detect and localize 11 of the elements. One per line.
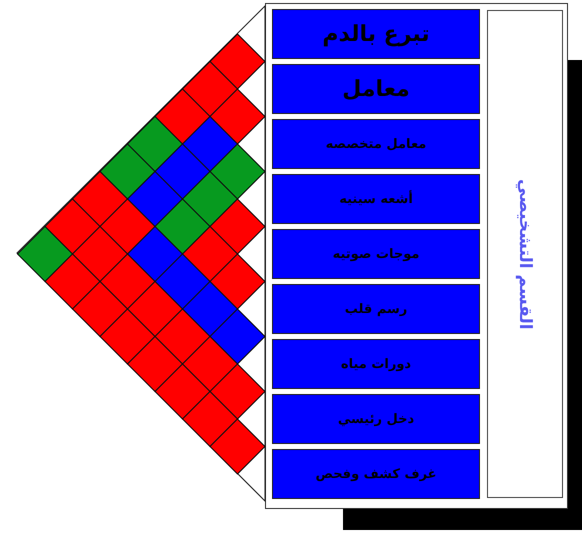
category-box: تبرع بالدم (272, 9, 480, 59)
category-box: أشعه سينيه (272, 174, 480, 224)
category-box: دخل رئيسي (272, 394, 480, 444)
category-box: غرف كشف وفحص (272, 449, 480, 499)
side-label-box (487, 10, 563, 498)
category-box: دورات مياه (272, 339, 480, 389)
category-box: معامل متخصصه (272, 119, 480, 169)
vertical-heading: القسم التشخيصي (515, 178, 535, 330)
category-box: معامل (272, 64, 480, 114)
category-box: موجات صوتيه (272, 229, 480, 279)
category-box: رسم قلب (272, 284, 480, 334)
